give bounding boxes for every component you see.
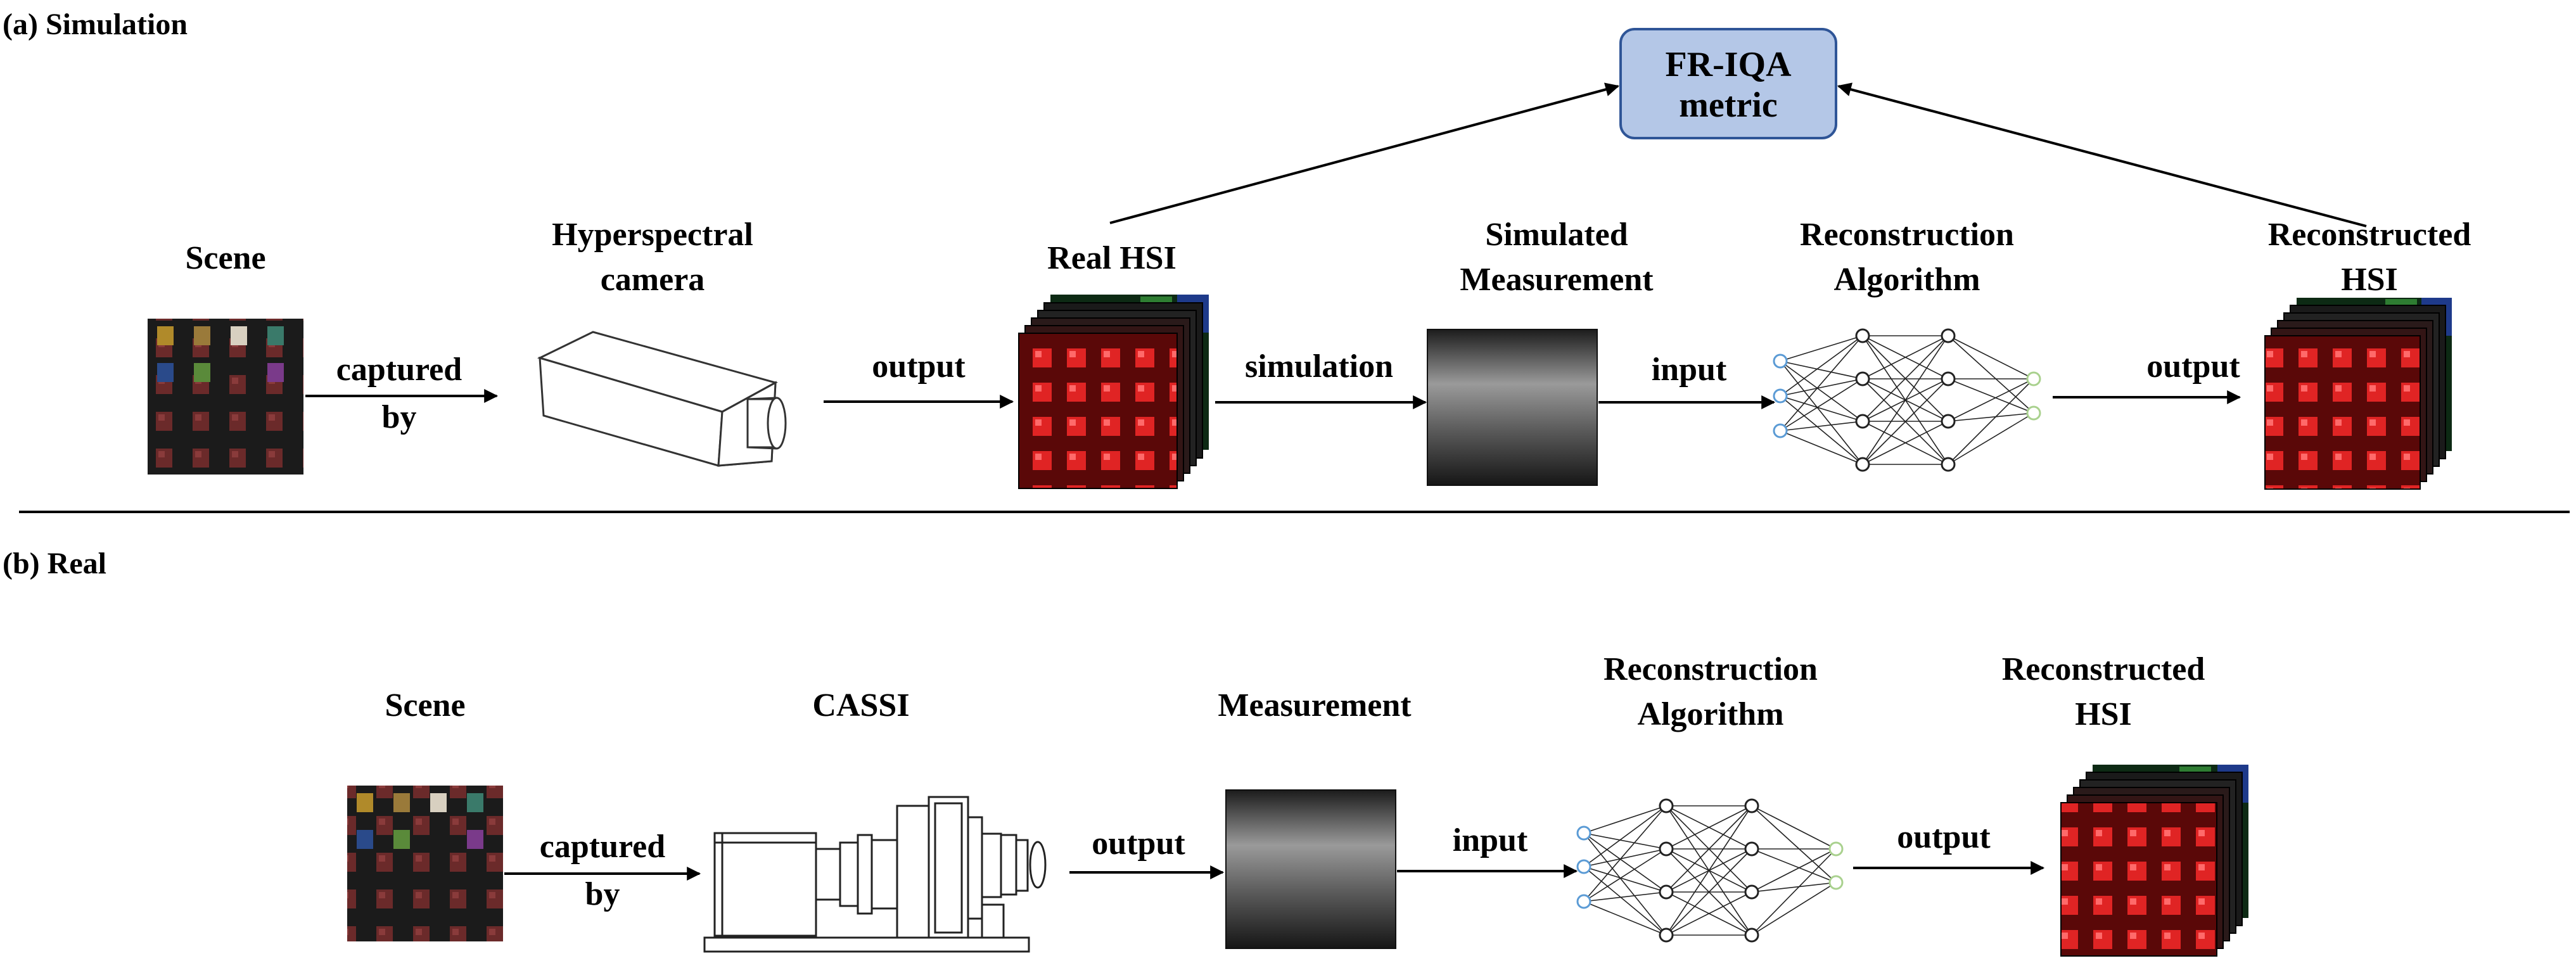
- scene-label-b: Scene: [385, 687, 465, 723]
- real-hsi-label: Real HSI: [1047, 240, 1176, 276]
- sim-measurement-label-2: Measurement: [1460, 262, 1654, 298]
- algorithm-label-a-2: Algorithm: [1833, 262, 1980, 298]
- measurement-label: Measurement: [1218, 687, 1412, 723]
- edge-input-label-a: input: [1652, 352, 1727, 388]
- neural-network-icon-b: [1576, 798, 1844, 943]
- simulated-measurement-image: [1427, 329, 1598, 486]
- algorithm-label-b-1: Reconstruction: [1604, 651, 1818, 687]
- measurement-image: [1225, 789, 1396, 949]
- scene-image-b: [347, 786, 503, 941]
- camera-label-1: Hyperspectral: [552, 217, 753, 253]
- hyperspectral-camera-icon: [537, 331, 787, 467]
- metric-line-2: metric: [1679, 86, 1777, 125]
- recon-hsi-label-b-1: Reconstructed: [2002, 651, 2205, 687]
- recon-hsi-to-metric-arrow: [1837, 82, 2367, 227]
- neural-network-icon-a: [1773, 328, 2041, 472]
- scene-image-a: [148, 319, 303, 475]
- edge-captured-label-a-1: captured: [336, 352, 462, 388]
- recon-hsi-label-a-1: Reconstructed: [2268, 217, 2471, 253]
- recon-hsi-label-a-2: HSI: [2341, 262, 2398, 298]
- edge-output-label-b-2: output: [1897, 819, 1991, 855]
- fr-iqa-metric-box: FR-IQA metric: [1619, 28, 1837, 139]
- recon-hsi-cube-b: [2060, 765, 2248, 957]
- metric-line-1: FR-IQA: [1665, 45, 1792, 84]
- edge-output-label-b-1: output: [1092, 825, 1185, 862]
- edge-captured-label-b-1: captured: [540, 829, 665, 865]
- algorithm-label-a-1: Reconstruction: [1800, 217, 2014, 253]
- recon-hsi-label-b-2: HSI: [2075, 696, 2132, 732]
- cassi-label: CASSI: [812, 687, 909, 723]
- algorithm-label-b-2: Algorithm: [1637, 696, 1783, 732]
- edge-captured-label-b-2: by: [585, 876, 620, 912]
- section-title-simulation: (a) Simulation: [3, 8, 188, 41]
- camera-label-2: camera: [601, 262, 705, 298]
- edge-input-label-b: input: [1453, 822, 1528, 858]
- edge-captured-label-a-2: by: [382, 399, 417, 435]
- edge-output-label-a-2: output: [2146, 348, 2240, 385]
- real-hsi-to-metric-arrow: [1109, 82, 1620, 224]
- edge-output-label-a-1: output: [872, 348, 966, 385]
- real-hsi-cube: [1018, 295, 1209, 489]
- section-title-real: (b) Real: [3, 547, 106, 580]
- cassi-device-icon: [703, 796, 1047, 953]
- recon-hsi-cube-a: [2264, 298, 2452, 490]
- sim-measurement-label-1: Simulated: [1485, 217, 1628, 253]
- edge-simulation-label: simulation: [1245, 348, 1393, 385]
- scene-label-a: Scene: [185, 240, 265, 276]
